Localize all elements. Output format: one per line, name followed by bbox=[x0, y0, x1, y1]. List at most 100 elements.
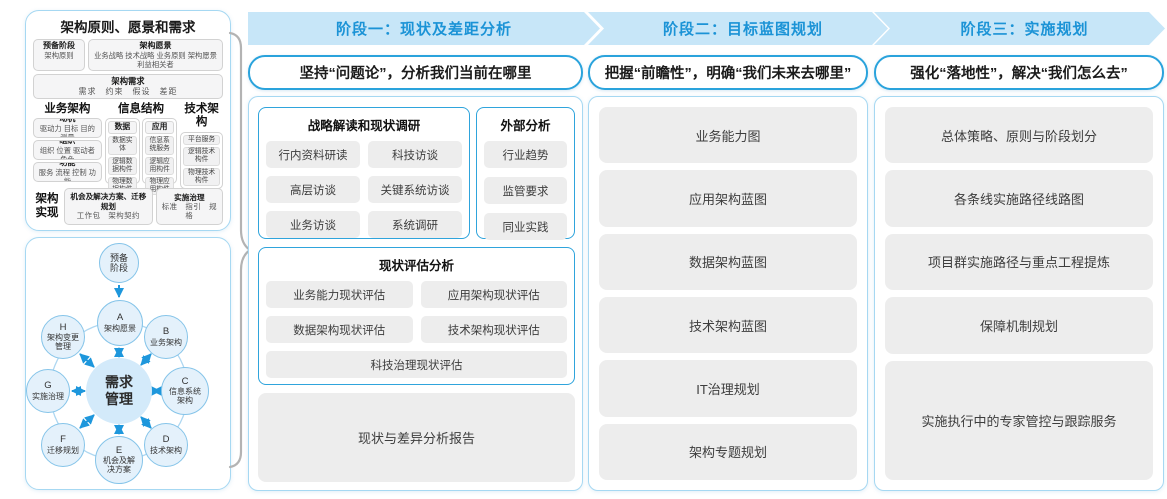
technology-item: 物理技术构件 bbox=[183, 167, 220, 186]
strategy-item: 关键系统访谈 bbox=[368, 176, 462, 203]
strategy-item: 行内资料研读 bbox=[266, 141, 360, 168]
external-item: 同业实践 bbox=[484, 213, 567, 240]
technology-architecture-column: 技术架构 平台服务 逻辑技术构件 物理技术构件 bbox=[180, 102, 223, 189]
information-structure-column: 信息结构 数据 数据实体 逻辑数据构件 物理数据构件 应用 信息系统服务 逻辑应… bbox=[104, 102, 178, 196]
motivation-box: 动机 驱动力 目标 目的 测量 bbox=[33, 118, 102, 139]
panel-adm-cycle: 预备阶段 A 架构愿景 B 业务架构 C 信息系统架构 D 技术架构 E 机会及… bbox=[25, 237, 231, 490]
organization-items: 组织 位置 驱动者 角色 bbox=[39, 146, 95, 161]
prep-phase-title: 预备阶段 bbox=[43, 41, 75, 50]
application-subcolumn: 应用 信息系统服务 逻辑应用构件 物理应用构件 bbox=[142, 118, 178, 196]
technology-item: 平台服务 bbox=[183, 135, 220, 146]
external-analysis-box: 外部分析 行业趋势 监管要求 同业实践 bbox=[476, 107, 575, 240]
phase1-header: 阶段一：现状及差距分析 bbox=[335, 21, 512, 38]
data-title: 数据 bbox=[107, 121, 138, 135]
phase2-header-band: 阶段二：目标蓝图规划 bbox=[588, 12, 888, 45]
phase3-item: 总体策略、原则与阶段划分 bbox=[885, 107, 1153, 164]
function-box: 功能 服务 流程 控制 功能 bbox=[33, 162, 102, 182]
strategy-research-box: 战略解读和现状调研 行内资料研读 科技访谈 高层访谈 关键系统访谈 业务访谈 系… bbox=[258, 107, 470, 239]
phase1-content-panel: 战略解读和现状调研 行内资料研读 科技访谈 高层访谈 关键系统访谈 业务访谈 系… bbox=[248, 96, 583, 491]
implementation-governance-box: 实施治理 标准 指引 规格 bbox=[155, 188, 223, 225]
adm-node-c-information-systems: C 信息系统架构 bbox=[161, 367, 209, 415]
assessment-item: 业务能力现状评估 bbox=[266, 281, 413, 308]
function-title: 功能 bbox=[59, 162, 76, 167]
phase1-subtitle: 坚持“问题论”，分析我们当前在哪里 bbox=[299, 66, 532, 82]
strategy-item: 系统调研 bbox=[368, 211, 462, 238]
adm-node-a-vision: A 架构愿景 bbox=[97, 300, 143, 346]
data-subcolumn: 数据 数据实体 逻辑数据构件 物理数据构件 bbox=[104, 118, 141, 196]
panel-architecture-principles: 架构原则、愿景和需求 预备阶段 架构原则 架构愿景 业务战略 技术战略 业务原则… bbox=[25, 10, 231, 231]
current-assessment-title: 现状评估分析 bbox=[378, 259, 454, 273]
implementation-label: 架构实现 bbox=[35, 192, 59, 219]
phase3-item: 各条线实施路径线路图 bbox=[885, 170, 1153, 227]
phase2-header: 阶段二：目标蓝图规划 bbox=[662, 21, 823, 38]
application-title: 应用 bbox=[145, 121, 175, 135]
vision-title: 架构愿景 bbox=[139, 41, 172, 50]
business-architecture-title: 业务架构 bbox=[44, 102, 91, 115]
phase3-subtitle: 强化“落地性”，解决“我们怎么去” bbox=[910, 66, 1128, 82]
phase2-item: 架构专题规划 bbox=[599, 423, 857, 480]
adm-node-d-technology: D 技术架构 bbox=[144, 423, 188, 467]
strategy-item: 高层访谈 bbox=[266, 176, 360, 203]
data-item: 数据实体 bbox=[107, 136, 138, 155]
external-analysis-title: 外部分析 bbox=[500, 119, 551, 133]
information-structure-title: 信息结构 bbox=[118, 102, 164, 115]
adm-node-h-change-management: H 架构变更管理 bbox=[41, 315, 85, 359]
function-items: 服务 流程 控制 功能 bbox=[38, 167, 96, 182]
phase2-subtitle-pill: 把握“前瞻性”，明确“我们未来去哪里” bbox=[588, 55, 868, 90]
technology-architecture-title: 技术架构 bbox=[184, 102, 219, 129]
requirement-title: 架构需求 bbox=[111, 76, 145, 87]
adm-node-b-business: B 业务架构 bbox=[144, 315, 188, 359]
motivation-items: 驱动力 目标 目的 测量 bbox=[39, 124, 95, 139]
phase1-header-band: 阶段一：现状及差距分析 bbox=[248, 12, 600, 45]
phase3-item: 保障机制规划 bbox=[885, 297, 1153, 354]
data-item: 逻辑数据构件 bbox=[107, 156, 138, 175]
requirement-sub: 需求 约束 假设 差距 bbox=[78, 86, 178, 96]
governance-title: 实施治理 bbox=[174, 192, 205, 202]
phase3-header-band: 阶段三：实施规划 bbox=[874, 12, 1165, 45]
application-item: 信息系统服务 bbox=[145, 136, 175, 155]
gap-analysis-report-box: 现状与差异分析报告 bbox=[258, 393, 575, 482]
phase3-content-panel: 总体策略、原则与阶段划分 各条线实施路径线路图 项目群实施路径与重点工程提炼 保… bbox=[874, 96, 1164, 491]
vision-sub: 业务战略 技术战略 业务原则 架构愿景 利益相关者 bbox=[94, 51, 217, 70]
requirement-box: 架构需求 需求 约束 假设 差距 bbox=[33, 74, 223, 99]
assessment-item: 技术架构现状评估 bbox=[420, 316, 567, 343]
assessment-item: 应用架构现状评估 bbox=[420, 281, 567, 308]
phase3-header: 阶段三：实施规划 bbox=[960, 21, 1089, 38]
strategy-research-title: 战略解读和现状调研 bbox=[307, 119, 421, 133]
opportunity-title: 机会及解决方案、迁移规划 bbox=[70, 192, 147, 211]
strategy-item: 科技访谈 bbox=[368, 141, 462, 168]
organization-title: 组织 bbox=[59, 140, 76, 146]
external-item: 行业趋势 bbox=[484, 141, 567, 168]
assessment-item: 数据架构现状评估 bbox=[266, 316, 413, 343]
phase2-subtitle: 把握“前瞻性”，明确“我们未来去哪里” bbox=[604, 66, 852, 82]
prep-phase-box: 预备阶段 架构原则 bbox=[33, 39, 85, 72]
phase1-subtitle-pill: 坚持“问题论”，分析我们当前在哪里 bbox=[248, 55, 583, 90]
gap-analysis-report-label: 现状与差异分析报告 bbox=[357, 431, 475, 446]
current-assessment-box: 现状评估分析 业务能力现状评估 应用架构现状评估 数据架构现状评估 技术架构现状… bbox=[258, 247, 575, 385]
prep-vision-row: 预备阶段 架构原则 架构愿景 业务战略 技术战略 业务原则 架构愿景 利益相关者 bbox=[33, 39, 223, 72]
phase2-item: 数据架构蓝图 bbox=[599, 233, 857, 290]
application-item: 逻辑应用构件 bbox=[145, 156, 175, 175]
phase2-item: 技术架构蓝图 bbox=[599, 296, 857, 354]
prep-phase-sub: 架构原则 bbox=[44, 51, 74, 60]
business-architecture-column: 业务架构 动机 驱动力 目标 目的 测量 组织 组织 位置 驱动者 角色 功能 … bbox=[33, 103, 102, 184]
adm-node-g-governance: G 实施治理 bbox=[26, 369, 70, 413]
adm-node-preparation: 预备阶段 bbox=[99, 243, 139, 283]
adm-node-e-opportunities: E 机会及解决方案 bbox=[95, 436, 143, 484]
strategy-item: 业务访谈 bbox=[266, 211, 360, 238]
phase2-item: IT治理规划 bbox=[599, 360, 857, 417]
adm-center-requirements-management: 需求管理 bbox=[86, 358, 152, 424]
phase2-content-panel: 业务能力图 应用架构蓝图 数据架构蓝图 技术架构蓝图 IT治理规划 架构专题规划 bbox=[588, 96, 868, 491]
adm-node-f-migration: F 迁移规划 bbox=[41, 423, 85, 467]
governance-sub: 标准 指引 规格 bbox=[161, 201, 217, 221]
phase3-subtitle-pill: 强化“落地性”，解决“我们怎么去” bbox=[874, 55, 1164, 90]
requirement-row: 架构需求 需求 约束 假设 差距 bbox=[33, 74, 223, 99]
phase3-item: 项目群实施路径与重点工程提炼 bbox=[885, 233, 1153, 291]
phase2-item: 业务能力图 bbox=[599, 107, 857, 164]
opportunity-migration-box: 机会及解决方案、迁移规划 工作包 架构契约 bbox=[64, 188, 153, 225]
panel-title: 架构原则、愿景和需求 bbox=[60, 20, 196, 35]
architecture-columns: 业务架构 动机 驱动力 目标 目的 测量 组织 组织 位置 驱动者 角色 功能 … bbox=[33, 102, 223, 196]
implementation-row: 架构实现 机会及解决方案、迁移规划 工作包 架构契约 实施治理 标准 指引 规格 bbox=[33, 188, 223, 225]
external-item: 监管要求 bbox=[484, 177, 567, 204]
